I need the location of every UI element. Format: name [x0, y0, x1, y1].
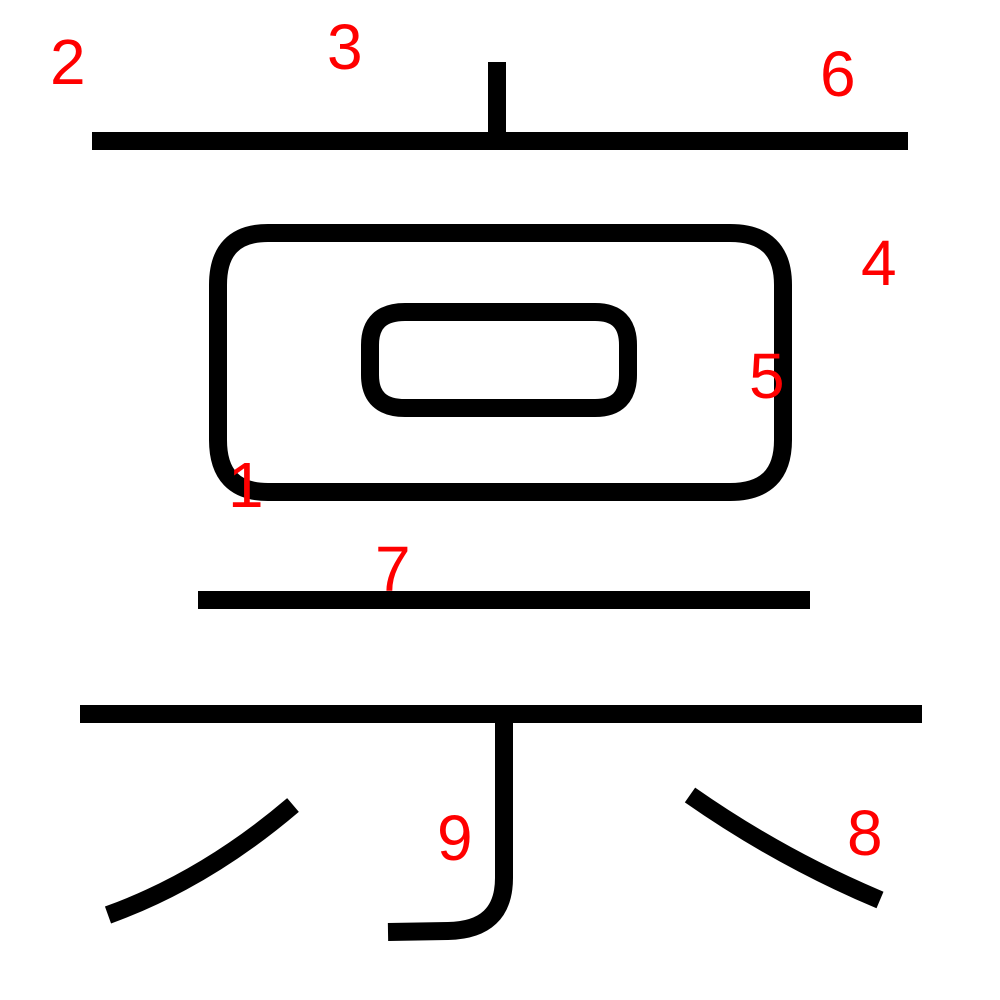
stroke-numbers: 1 2 3 4 5 6 7 8 9	[50, 11, 897, 874]
stroke-number-7: 7	[375, 533, 411, 605]
stroke-left-dot	[104, 798, 299, 924]
stroke-number-1: 1	[228, 449, 264, 521]
stroke-inner-box	[361, 303, 637, 417]
stroke-outer-box	[209, 224, 792, 501]
character-strokes	[80, 62, 922, 941]
stroke-number-5: 5	[749, 340, 785, 412]
stroke-right-dot	[684, 787, 884, 909]
stroke-number-8: 8	[847, 797, 883, 869]
stroke-number-4: 4	[861, 227, 897, 299]
stroke-number-9: 9	[437, 802, 473, 874]
stroke-hook	[387, 722, 513, 941]
stroke-number-2: 2	[50, 26, 86, 98]
stroke-number-3: 3	[327, 11, 363, 83]
stroke-number-6: 6	[820, 38, 856, 110]
